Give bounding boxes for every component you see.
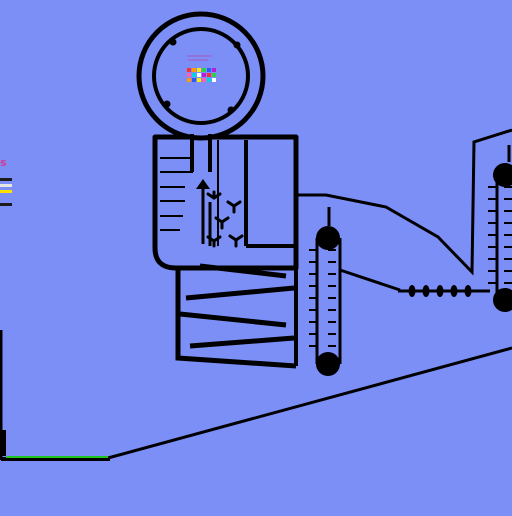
palette-swatch — [187, 73, 191, 77]
elevator-right — [488, 145, 512, 312]
fan-icon — [228, 234, 244, 248]
floor-step — [0, 430, 6, 456]
up-arrow-icon — [196, 179, 210, 189]
palette-swatch — [192, 68, 196, 72]
hud-indicators — [0, 178, 12, 209]
fan-cluster — [206, 190, 244, 248]
ring-bolt — [227, 106, 235, 114]
ring-bolt — [233, 41, 241, 49]
chamber-grille — [160, 157, 193, 231]
fan-icon — [206, 235, 222, 248]
palette-swatch — [187, 68, 191, 72]
hud-indicator — [0, 190, 12, 193]
basement-wall — [175, 268, 297, 369]
palette-swatch — [207, 73, 211, 77]
zigzag-ramps — [179, 263, 295, 349]
fan-icon — [214, 216, 230, 230]
track-lines — [107, 128, 512, 460]
hud-indicator — [0, 178, 12, 181]
elevator-left — [309, 207, 342, 376]
hud-indicator — [0, 184, 12, 187]
palette-swatch — [192, 78, 196, 82]
fan-icon — [206, 190, 222, 200]
palette-swatch — [197, 73, 201, 77]
ring-bolt — [169, 38, 177, 46]
fan-icon — [226, 200, 242, 214]
hud-label: s — [0, 156, 7, 169]
palette-swatch — [202, 73, 206, 77]
ring-bolt — [163, 100, 171, 108]
palette-swatch — [192, 73, 196, 77]
palette-swatch — [207, 78, 211, 82]
palette-swatch — [207, 68, 211, 72]
conveyor-beads — [408, 285, 472, 297]
ring-room-inner — [152, 27, 250, 125]
palette-swatch — [197, 78, 201, 82]
palette-swatch — [197, 68, 201, 72]
palette-swatch — [212, 73, 216, 77]
ring-room-outer — [136, 11, 266, 141]
room-palette — [187, 68, 216, 82]
palette-swatch — [202, 78, 206, 82]
palette-swatch — [202, 68, 206, 72]
palette-swatch — [187, 78, 191, 82]
palette-swatch — [212, 68, 216, 72]
hud-indicator — [0, 203, 12, 206]
palette-swatch — [212, 78, 216, 82]
